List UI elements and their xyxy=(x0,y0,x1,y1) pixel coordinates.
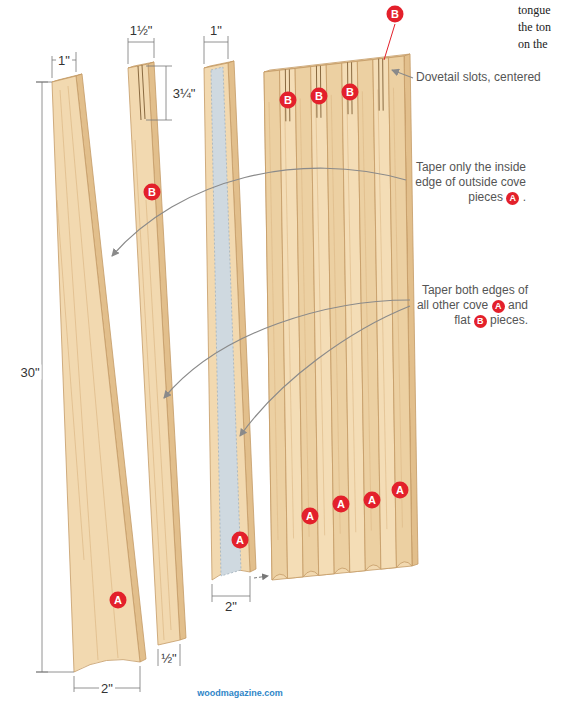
callout-letter: B xyxy=(474,315,487,328)
callout-letter: B xyxy=(280,92,297,109)
callout-letter: A xyxy=(110,592,127,609)
callout-letter: A xyxy=(364,492,381,509)
wood-grain xyxy=(393,88,402,528)
dimension-label: 2" xyxy=(223,599,239,614)
watermark: woodmagazine.com xyxy=(197,688,283,698)
callout-letter: A xyxy=(506,192,519,205)
callout-letter: A xyxy=(392,482,409,499)
wood-grain xyxy=(316,97,325,536)
cove-strip xyxy=(388,56,412,568)
dimension-label: 1½" xyxy=(128,23,155,38)
note-text: pieces. xyxy=(490,313,528,327)
callout-letter: B xyxy=(342,84,359,101)
wood-grain xyxy=(347,93,356,532)
wood-grain xyxy=(362,91,371,530)
cropped-text: the ton xyxy=(518,20,551,34)
assembled-panel xyxy=(264,54,418,580)
note-text: Taper only the inside edge of outside co… xyxy=(408,160,526,205)
note-text: . xyxy=(523,190,526,204)
cropped-text: on the xyxy=(518,37,548,51)
dimension-label: 1" xyxy=(56,53,72,68)
callout-letter: B xyxy=(144,184,161,201)
dimension-label: 2" xyxy=(99,681,115,696)
note-text: Dovetail slots, centered xyxy=(416,70,541,84)
callout-letter: B xyxy=(311,88,328,105)
cove-piece xyxy=(204,61,256,580)
callout-letter: A xyxy=(232,532,249,549)
note-text: Taper both edges of all other cove A and… xyxy=(410,283,528,328)
dimension-lines xyxy=(36,36,250,692)
leader-lines xyxy=(112,24,413,436)
wood-grain xyxy=(378,90,387,530)
dimension-label: 3¼" xyxy=(171,86,198,101)
wood-grain xyxy=(300,98,309,536)
dovetail-slot xyxy=(379,59,384,111)
dimension-label: 30" xyxy=(18,365,41,380)
dimension-label: ½" xyxy=(159,651,178,666)
callout-letter: B xyxy=(387,6,404,23)
callout-letter: A xyxy=(302,508,319,525)
outside-cove-piece xyxy=(52,74,146,672)
wood-grain xyxy=(331,95,340,534)
wood-grain xyxy=(269,102,278,540)
dimension-label: 1" xyxy=(208,23,224,38)
callout-letter: A xyxy=(492,300,505,313)
assembly-arrow xyxy=(254,576,268,578)
callout-letter: A xyxy=(333,496,350,513)
flat-piece xyxy=(128,62,186,645)
cropped-text: tongue xyxy=(518,3,551,17)
